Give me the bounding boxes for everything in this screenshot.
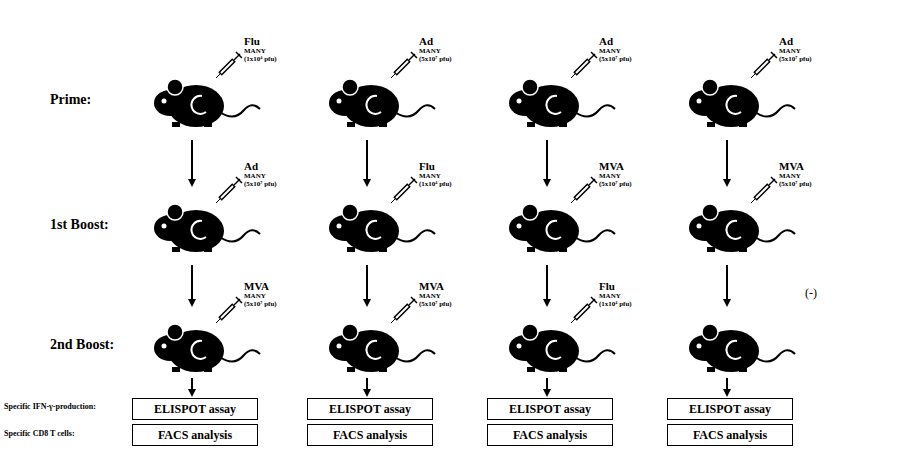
assay-box: ELISPOT assay <box>307 398 433 420</box>
assay-label: ELISPOT assay <box>509 402 591 417</box>
vaccine-dose: (5x10⁷ pfu) <box>599 56 632 63</box>
vaccine-count: MANY <box>779 48 801 55</box>
vaccine-name: Flu <box>419 161 435 172</box>
vaccine-count: MANY <box>599 293 621 300</box>
vaccine-count: MANY <box>244 173 266 180</box>
vaccine-name: Flu <box>599 281 615 292</box>
vaccine-name: Flu <box>244 36 260 47</box>
assay-label: ELISPOT assay <box>329 402 411 417</box>
vaccine-name: MVA <box>419 281 444 292</box>
vaccine-dose: (5x10⁷ pfu) <box>419 56 452 63</box>
assay-box: FACS analysis <box>667 424 793 446</box>
vaccine-name: MVA <box>599 161 624 172</box>
vaccine-count: MANY <box>419 173 441 180</box>
row-label: Specific IFN-γ-production: <box>4 403 96 411</box>
vaccine-dose: (5x10⁷ pfu) <box>419 301 452 308</box>
vaccine-dose: (1x10⁴ pfu) <box>419 181 452 188</box>
vaccine-count: MANY <box>599 48 621 55</box>
vaccine-count: MANY <box>244 48 266 55</box>
vaccine-dose: (1x10⁴ pfu) <box>599 301 632 308</box>
row-label: 2nd Boost: <box>50 338 114 352</box>
vaccine-name: MVA <box>779 161 804 172</box>
vaccine-dose: (5x10⁷ pfu) <box>244 181 277 188</box>
vaccine-dose: (1x10⁴ pfu) <box>244 56 277 63</box>
assay-box: ELISPOT assay <box>487 398 613 420</box>
assay-box: FACS analysis <box>132 424 258 446</box>
row-label: Prime: <box>50 93 91 107</box>
row-label: Specific CD8 T cells: <box>4 430 75 438</box>
assay-box: ELISPOT assay <box>132 398 258 420</box>
assay-label: FACS analysis <box>333 428 407 443</box>
vaccine-name: MVA <box>244 281 269 292</box>
vaccine-count: MANY <box>779 173 801 180</box>
row-label: 1st Boost: <box>50 218 109 232</box>
assay-box: ELISPOT assay <box>667 398 793 420</box>
vaccine-count: MANY <box>419 293 441 300</box>
vaccine-dose: (5x10⁷ pfu) <box>244 301 277 308</box>
assay-box: FACS analysis <box>307 424 433 446</box>
assay-label: ELISPOT assay <box>154 402 236 417</box>
vaccine-count: MANY <box>244 293 266 300</box>
vaccine-dose: (5x10⁷ pfu) <box>779 56 812 63</box>
assay-label: FACS analysis <box>693 428 767 443</box>
vaccine-name: Ad <box>599 36 613 47</box>
vaccine-name: Ad <box>779 36 793 47</box>
assay-label: FACS analysis <box>158 428 232 443</box>
assay-label: ELISPOT assay <box>689 402 771 417</box>
vaccine-name: Ad <box>419 36 433 47</box>
vaccine-dose: (5x10⁷ pfu) <box>779 181 812 188</box>
vaccine-dose: (5x10⁷ pfu) <box>599 181 632 188</box>
control-mark: (-) <box>805 287 817 299</box>
assay-box: FACS analysis <box>487 424 613 446</box>
vaccine-count: MANY <box>419 48 441 55</box>
vaccine-count: MANY <box>599 173 621 180</box>
vaccine-name: Ad <box>244 161 258 172</box>
assay-label: FACS analysis <box>513 428 587 443</box>
